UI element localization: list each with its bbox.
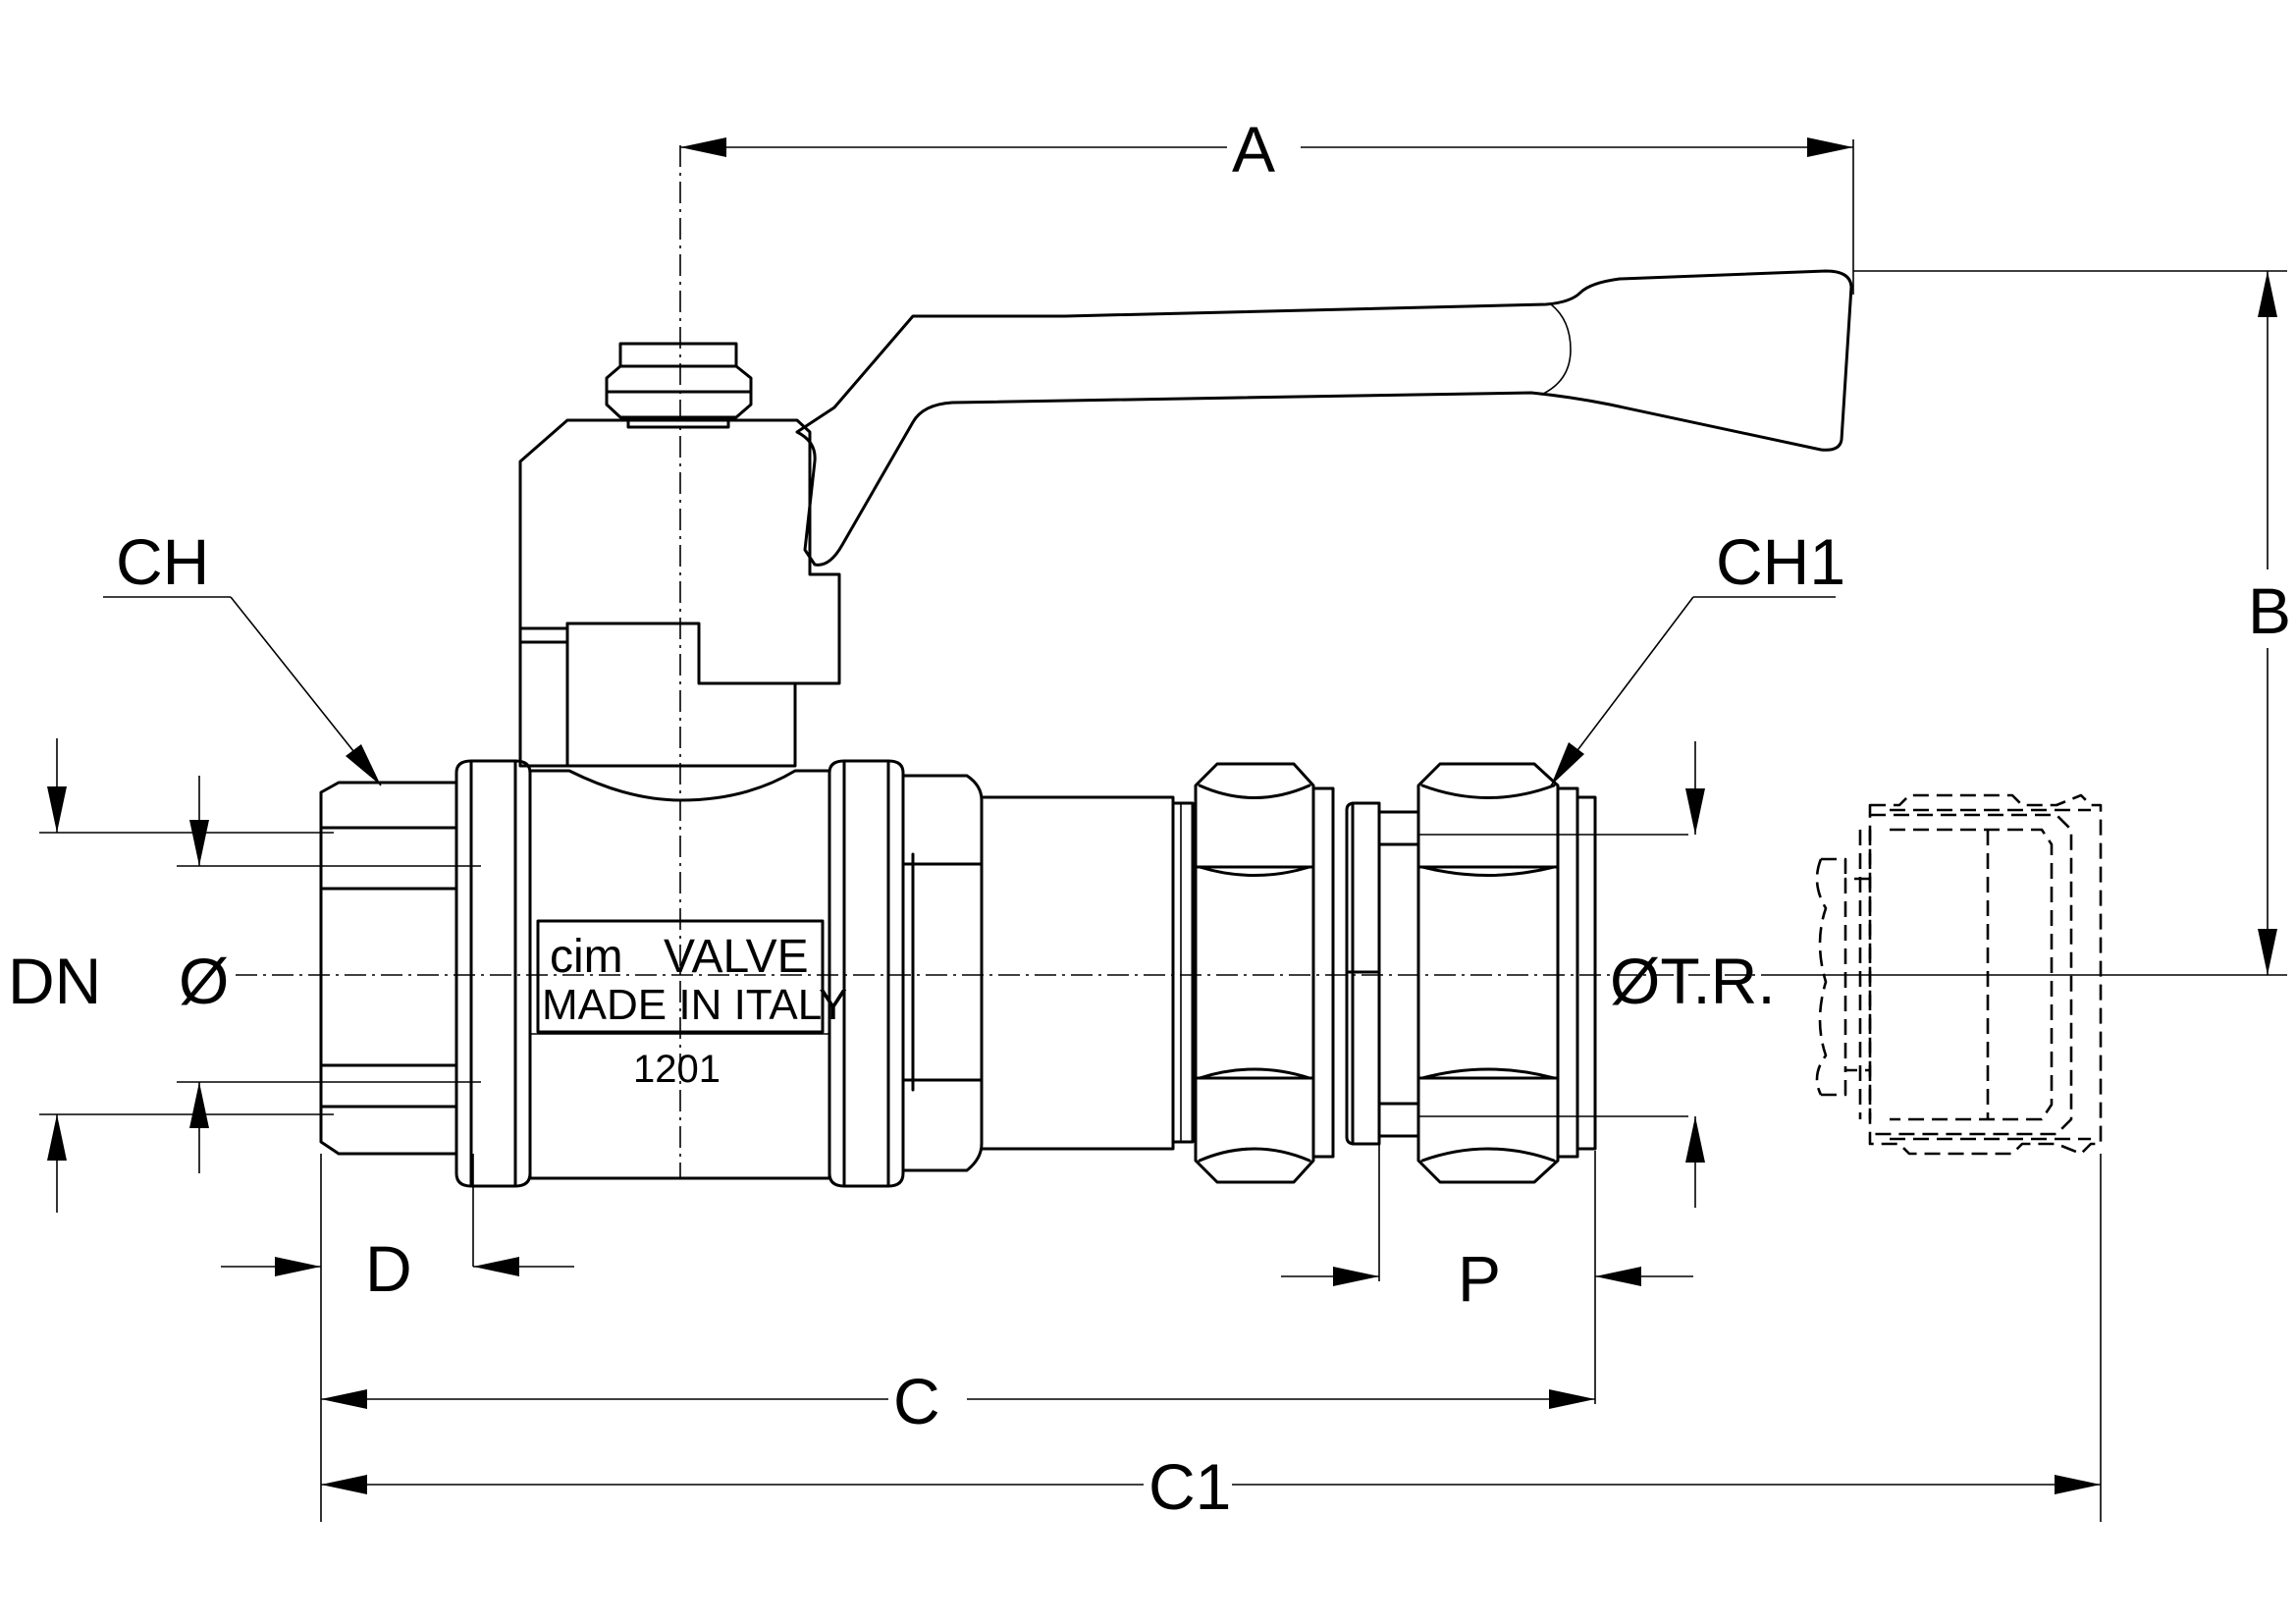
label-tube-diameter: ØT.R. [1610, 945, 1776, 1017]
dimension-tube-diameter: ØT.R. [1610, 741, 1776, 1208]
label-A: A [1232, 113, 1275, 186]
dimension-DN: DN [8, 738, 334, 1213]
leader-CH: CH [103, 525, 382, 786]
label-B: B [2248, 574, 2291, 647]
label-CH1: CH1 [1716, 525, 1845, 598]
label-C: C [893, 1365, 940, 1437]
origin-marking: MADE IN ITALY [542, 981, 847, 1029]
brand-logo: cim [550, 931, 623, 983]
dimension-P: P [1281, 1139, 1693, 1404]
model-code: 1201 [633, 1048, 721, 1091]
leader-CH1: CH1 [1550, 525, 1845, 786]
dimension-D: D [221, 1154, 574, 1522]
label-DN: DN [8, 945, 101, 1017]
body-marking: cim VALVE MADE IN ITALY 1201 [536, 919, 847, 1091]
phantom-fitting [1815, 793, 2103, 1156]
label-C1: C1 [1148, 1450, 1231, 1523]
stem-nut [605, 342, 753, 429]
label-CH: CH [116, 525, 209, 598]
valve-body [319, 759, 1195, 1188]
label-P: P [1458, 1242, 1501, 1315]
brand-suffix: VALVE [664, 931, 809, 983]
handle-hub [518, 418, 841, 768]
dimension-A: A [680, 113, 1854, 295]
dimension-B: B [1853, 270, 2291, 975]
olive-ring [1345, 801, 1420, 1146]
dimension-C1: C1 [321, 1154, 2102, 1523]
dimension-diameter: Ø [177, 776, 481, 1173]
label-D: D [365, 1232, 412, 1305]
union-nut-1 [1194, 762, 1335, 1184]
dimension-C: C [321, 1365, 1595, 1437]
label-diameter: Ø [179, 945, 229, 1017]
center-lines [236, 145, 2287, 1178]
lever-handle [795, 269, 1853, 567]
compression-nut [1416, 762, 1688, 1184]
